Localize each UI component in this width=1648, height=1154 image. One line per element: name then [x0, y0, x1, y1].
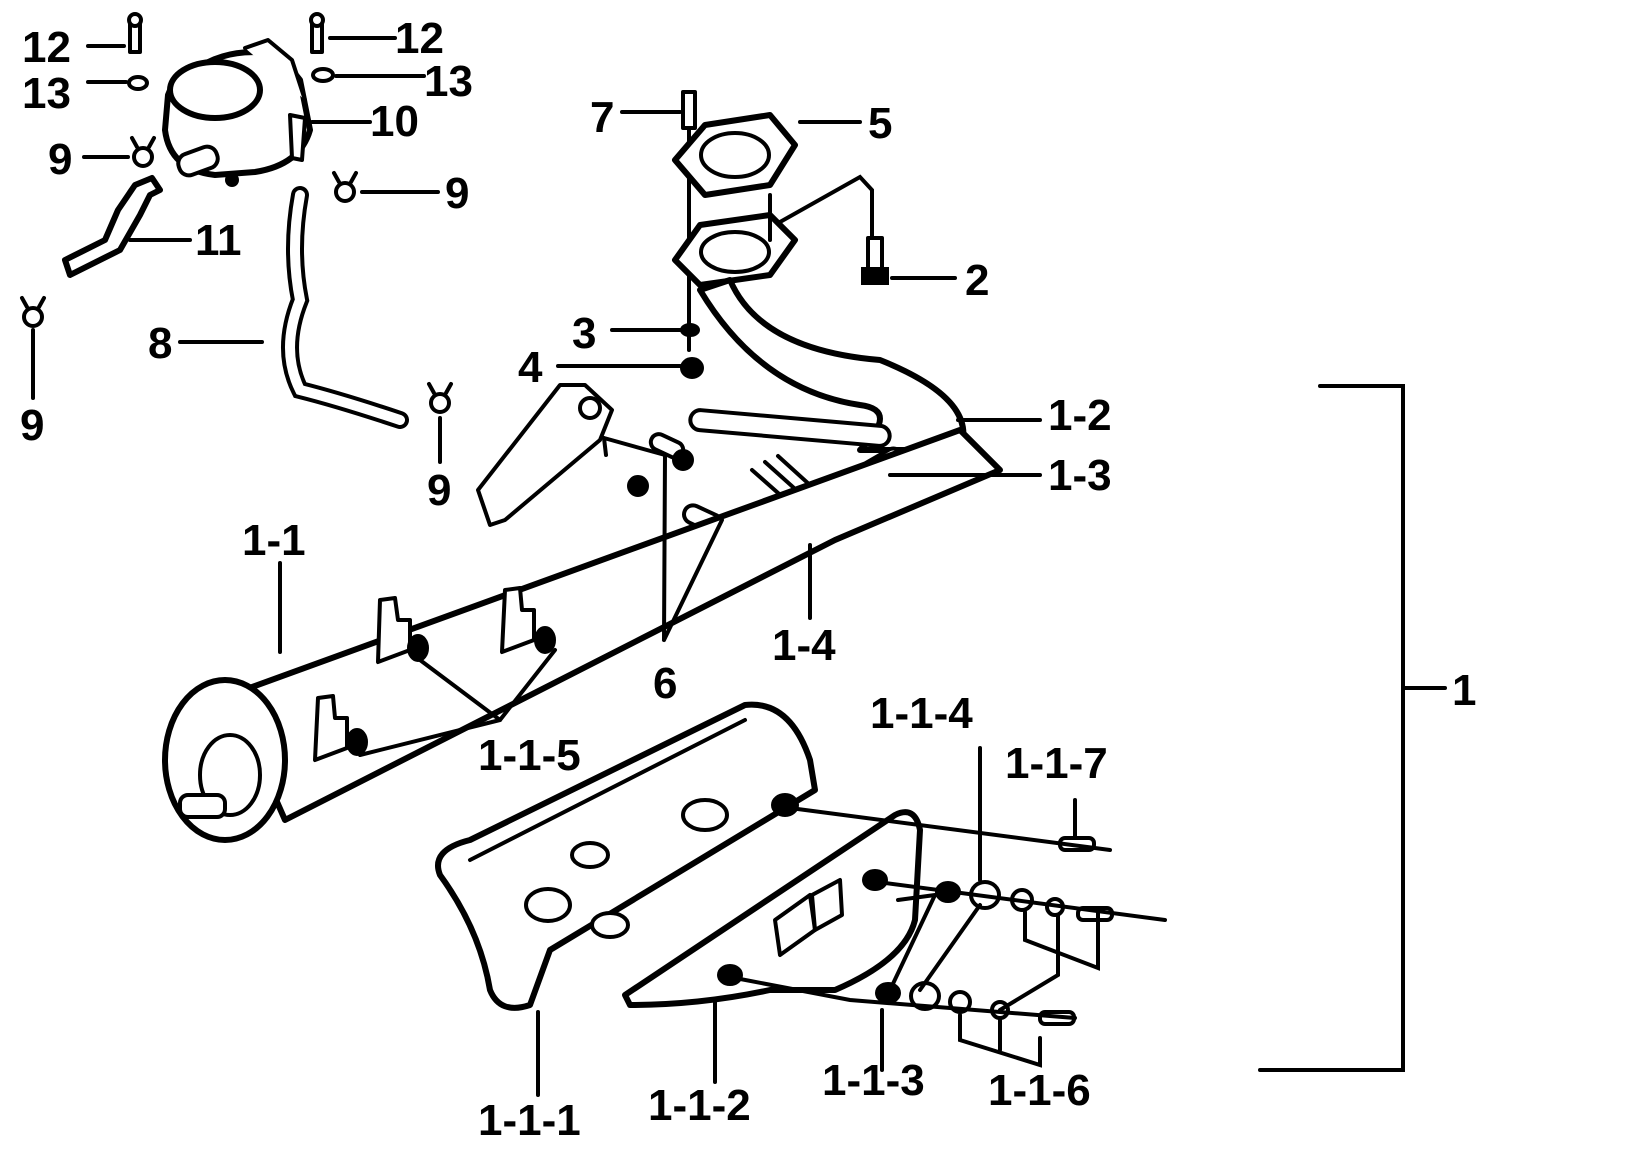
stud-7 [681, 90, 697, 352]
callout-1-4: 1-4 [772, 621, 836, 670]
callout-1: 1 [1452, 666, 1476, 715]
callout-11: 11 [195, 216, 242, 265]
callout-1-1-6: 1-1-6 [988, 1066, 1091, 1115]
gasket-5 [672, 112, 798, 198]
heat-shield-1-1-2 [622, 809, 923, 1008]
hose-11 [62, 175, 163, 278]
leader-lines [31, 36, 1447, 1097]
callout-2: 2 [965, 256, 989, 305]
bracket-studs [476, 383, 905, 543]
callout-13-right: 13 [424, 57, 473, 106]
callout-9-a: 9 [48, 135, 72, 184]
callout-7: 7 [590, 93, 614, 142]
canister-part [162, 38, 313, 187]
callout-1-1-4: 1-1-4 [870, 689, 973, 738]
clamp-icons [20, 136, 453, 414]
callout-labels: 12 12 13 13 10 9 9 9 9 11 8 7 5 2 3 4 1-… [20, 14, 1476, 1145]
hose-8-inner [285, 190, 405, 425]
callout-9-b: 9 [445, 169, 469, 218]
callout-4: 4 [518, 343, 543, 392]
bolt-2 [861, 236, 889, 285]
callout-1-3: 1-3 [1048, 451, 1112, 500]
callout-12-left: 12 [22, 23, 71, 72]
hose-8 [281, 186, 409, 429]
callout-13-left: 13 [22, 69, 71, 118]
callout-8: 8 [148, 319, 172, 368]
muffler-1-1 [162, 427, 1003, 843]
callout-1-2: 1-2 [1048, 391, 1112, 440]
callout-1-1-2: 1-1-2 [648, 1081, 751, 1130]
screw-12-left [127, 12, 149, 91]
callout-6: 6 [653, 659, 677, 708]
nut-4 [680, 357, 704, 379]
callout-1-1-3: 1-1-3 [822, 1056, 925, 1105]
screw-12-right [309, 12, 335, 83]
callout-1-1-1: 1-1-1 [478, 1096, 581, 1145]
callout-12-right: 12 [395, 14, 444, 63]
callout-1-1-7: 1-1-7 [1005, 739, 1108, 788]
callout-1-1: 1-1 [242, 516, 306, 565]
heat-shield-1-1-1 [435, 701, 818, 1011]
callout-1-1-5: 1-1-5 [478, 731, 581, 780]
washer-3 [680, 323, 700, 337]
callout-5: 5 [868, 99, 892, 148]
callout-9-c: 9 [20, 401, 44, 450]
callout-10: 10 [370, 97, 419, 146]
callout-9-d: 9 [427, 466, 451, 515]
callout-3: 3 [572, 309, 596, 358]
